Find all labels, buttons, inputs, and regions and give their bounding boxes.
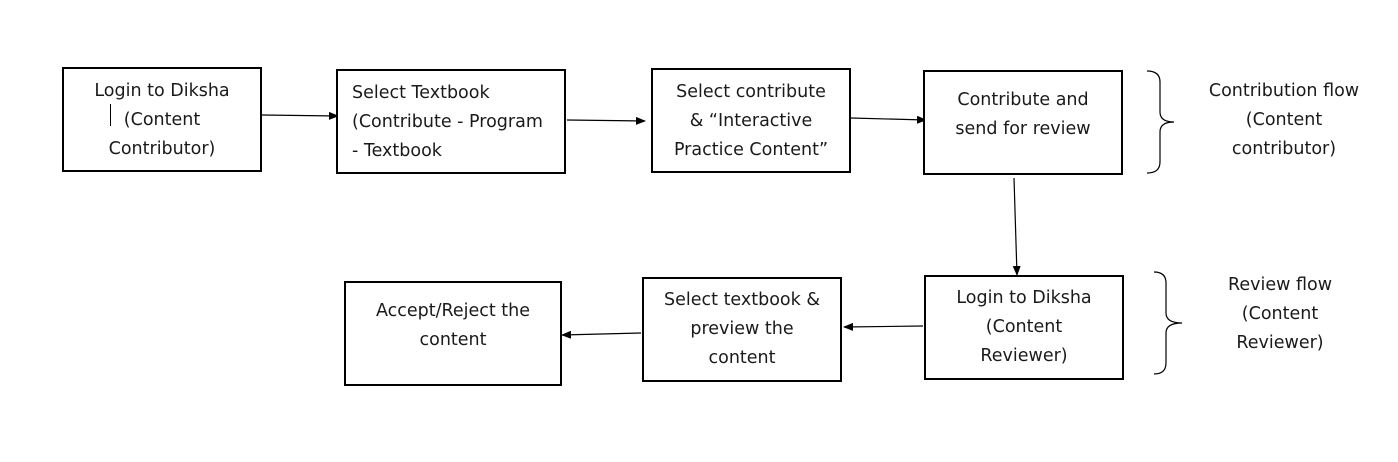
flow-label-line: (Content <box>1241 304 1319 324</box>
node-text-line: send for review <box>955 119 1091 139</box>
node-text-line: - Textbook <box>352 141 442 161</box>
contribution-flow-label: Contribution flow (Content contributor) <box>1192 77 1376 164</box>
node-text-line: Practice Content” <box>673 140 829 160</box>
node-text-line: Contributor) <box>108 139 216 159</box>
node-text-line: content <box>419 330 487 350</box>
node-text-line: (Content <box>985 317 1063 337</box>
node-login-reviewer: Login to Diksha (Content Reviewer) <box>924 275 1124 380</box>
arrow-select-contribute-to-contribute-send <box>850 115 927 124</box>
contribution-flow-bracket <box>1146 70 1175 174</box>
node-text-line: content <box>708 348 776 368</box>
flow-label-line: contributor) <box>1231 139 1337 159</box>
node-select-contribute: Select contribute & “Interactive Practic… <box>651 68 851 173</box>
text-cursor <box>110 104 111 126</box>
arrow-contribute-send-to-login-reviewer <box>1012 177 1021 276</box>
node-text-line: Select contribute <box>676 82 826 102</box>
node-select-textbook: Select Textbook (Contribute - Program - … <box>336 69 566 174</box>
node-text-line: (Contribute - Program <box>352 112 543 132</box>
node-text-line: & “Interactive <box>689 111 813 131</box>
node-text-line: Login to Diksha <box>956 288 1092 308</box>
arrow-login-to-select-textbook <box>261 111 339 120</box>
node-preview: Select textbook & preview the content <box>642 277 842 382</box>
node-text-line: Login to Diksha <box>94 81 230 101</box>
node-text-line: Select textbook & <box>664 290 820 310</box>
flow-label-line: Review flow <box>1227 275 1333 295</box>
node-contribute-send: Contribute and send for review <box>923 70 1123 175</box>
review-flow-label: Review flow (Content Reviewer) <box>1205 271 1355 358</box>
node-text-line: Reviewer) <box>980 346 1068 366</box>
node-text-line: Accept/Reject the <box>375 301 531 321</box>
node-text-line: Contribute and <box>957 90 1089 110</box>
node-text-line: (Content <box>123 110 201 130</box>
flow-label-line: Contribution flow <box>1208 81 1360 101</box>
arrow-select-textbook-to-select-contribute <box>566 116 646 125</box>
arrow-login-reviewer-to-preview <box>843 322 924 331</box>
flow-label-line: (Content <box>1245 110 1323 130</box>
node-login-contributor: Login to Diksha (Content Contributor) <box>62 67 262 172</box>
node-accept-reject: Accept/Reject the content <box>344 281 562 386</box>
flow-label-line: Reviewer) <box>1236 333 1324 353</box>
node-text-line: preview the <box>690 319 794 339</box>
arrow-preview-to-accept-reject <box>561 330 642 339</box>
review-flow-bracket <box>1153 271 1183 375</box>
node-text-line: Select Textbook <box>352 83 490 103</box>
